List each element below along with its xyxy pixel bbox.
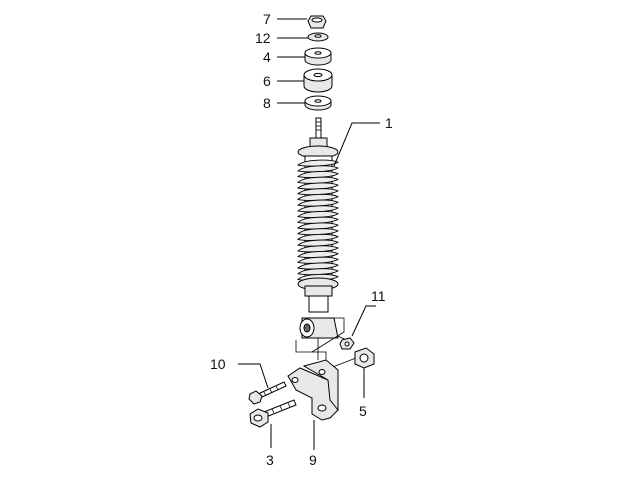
spring-coil (297, 222, 339, 230)
part-3-bolt (249, 399, 297, 428)
callout-3: 3 (266, 452, 274, 468)
callout-11: 11 (371, 288, 386, 304)
part-10-bolt (248, 381, 287, 405)
spring-coil (297, 171, 339, 178)
spring-coil (297, 176, 339, 184)
part-8-washer (304, 95, 332, 111)
callout-10: 10 (210, 356, 226, 372)
spring-coil (297, 193, 339, 201)
spring-coil (297, 211, 339, 218)
part-4-cup-washer (304, 47, 332, 66)
callout-5: 5 (359, 403, 367, 419)
part-5-nut (354, 347, 375, 369)
spring-coil (297, 239, 339, 247)
callout-7: 7 (263, 11, 271, 27)
spring-coil (297, 188, 339, 196)
spring-coil (297, 205, 339, 213)
spring-coil (297, 228, 339, 236)
part-1-shock-absorber (297, 117, 339, 339)
callout-8: 8 (263, 95, 271, 111)
spring-coil (297, 268, 339, 276)
spring-coil (297, 165, 339, 173)
spring-coil (297, 256, 339, 264)
part-12-washer (307, 32, 329, 42)
leader-lines (238, 18, 380, 450)
part-7-nut (307, 15, 327, 29)
spring-coil (297, 159, 339, 167)
callout-12: 12 (255, 30, 271, 46)
callout-4: 4 (263, 49, 271, 65)
spring-coil (297, 199, 339, 207)
part-6-rubber-bushing (303, 68, 333, 93)
spring-coil (297, 262, 339, 270)
spring-coil (297, 251, 339, 258)
part-9-bracket (287, 359, 339, 421)
part-11-nut (339, 337, 355, 350)
callout-1: 1 (385, 115, 393, 131)
spring-coil (297, 182, 339, 190)
spring-coil (297, 233, 339, 241)
spring-coil (297, 216, 339, 224)
callout-9: 9 (309, 452, 317, 468)
callout-6: 6 (263, 73, 271, 89)
callout-labels: 7 12 4 6 8 1 11 10 5 3 9 (210, 11, 393, 468)
spring-coil (297, 245, 339, 253)
